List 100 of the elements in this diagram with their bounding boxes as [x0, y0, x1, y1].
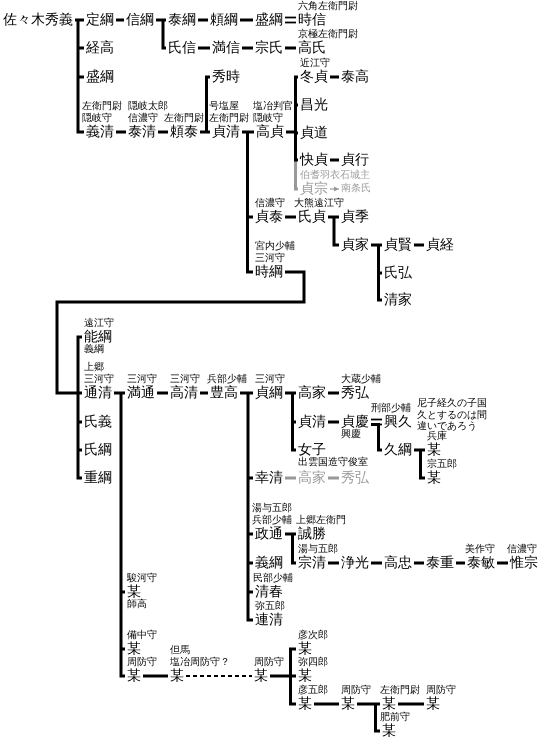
connector-line [116, 18, 124, 22]
title-note: 弥五郎 [255, 601, 285, 612]
title-note: 周防守 [426, 685, 456, 696]
person-name: 宗氏 [255, 40, 283, 56]
title-note: 師高 [127, 599, 147, 611]
title-note: 隠岐太郎 [128, 101, 168, 112]
person-name: 某 [298, 641, 312, 657]
person-name: 貞清 [212, 124, 240, 140]
title-note: 三河守 [170, 374, 200, 385]
person-name: 泰高 [341, 69, 369, 85]
person-name: 某 [298, 696, 312, 712]
connector-line [200, 392, 208, 394]
title-note: 上郷 [84, 362, 104, 374]
title-note: 備中守 [127, 630, 157, 641]
person-name: 氏貞 [298, 209, 326, 225]
title-note: 塩冶周防守？ [170, 657, 230, 668]
title-note: 上郷左衛門 [296, 515, 346, 526]
double-line [284, 16, 297, 24]
connector-line [116, 130, 126, 134]
person-name: 貞清 [298, 414, 326, 430]
title-note: 左衛門尉 [164, 113, 204, 124]
connector-line [56, 270, 306, 394]
connector-line [76, 392, 82, 394]
person-name: 定綱 [86, 12, 114, 28]
dashed-line [186, 675, 252, 677]
person-name: 高氏 [298, 40, 326, 56]
connector-line [157, 392, 168, 394]
person-name: 貞家 [341, 237, 369, 253]
person-name: 高貞 [256, 124, 284, 140]
person-name: 貞賢 [384, 237, 412, 253]
person-name: 清春 [255, 584, 283, 600]
connector-line [286, 130, 298, 162]
double-line [370, 418, 383, 426]
connector-line [143, 674, 168, 678]
person-name: 某 [427, 470, 441, 486]
connector-line [398, 702, 424, 706]
title-note: 弥四郎 [298, 657, 328, 668]
person-name: 幸清 [255, 470, 283, 486]
person-name: 政通 [255, 526, 283, 542]
arrow [330, 186, 339, 192]
connector-line [198, 18, 208, 22]
annotation-note: 尼子経久の子国久とするのは間違いであろう [417, 398, 488, 432]
person-name: 冬貞 [300, 69, 328, 85]
connector-line [414, 244, 424, 246]
connector-line [328, 562, 339, 564]
title-note: 宮内少輔 [255, 241, 295, 252]
connector-line [414, 562, 424, 564]
person-name: 某 [298, 668, 312, 684]
person-name: 快貞 [300, 152, 328, 168]
title-note: 民部少輔 [253, 573, 293, 584]
person-name: 泰綱 [168, 12, 196, 28]
title-note: 三河守 [255, 374, 285, 386]
connector-line [158, 130, 168, 134]
person-name: 氏義 [84, 414, 112, 430]
title-note: 左衛門尉 [209, 113, 249, 124]
person-name: 某 [341, 696, 355, 712]
person-name: 某 [382, 696, 396, 712]
person-name: 連清 [255, 612, 283, 628]
connector-line [414, 448, 425, 480]
person-name: 某 [127, 668, 141, 684]
title-note: 信濃守 [507, 544, 537, 555]
title-note: 肥前守 [380, 712, 410, 723]
person-name: 昌光 [300, 97, 328, 113]
person-name: 貞道 [300, 125, 328, 141]
person-name: 佐々木秀義 [3, 12, 73, 28]
connector-line [371, 423, 382, 452]
connector-line [285, 476, 296, 480]
title-note: 信濃守 [255, 198, 285, 210]
title-note: 出雲国造守俊室 [298, 457, 368, 469]
person-name: 通清 [84, 385, 112, 401]
person-name: 盛綱 [86, 69, 114, 85]
person-name: 時綱 [255, 264, 283, 280]
title-note: 湯与五郎 [298, 544, 338, 555]
title-note: 興慶 [341, 429, 361, 441]
person-name: 高清 [170, 385, 198, 401]
person-name: 泰敏 [467, 555, 495, 571]
title-note: 塩冶判官 [253, 101, 293, 112]
title-note: 左衛門尉 [380, 685, 420, 696]
person-name: 誠勝 [298, 526, 326, 542]
person-name: 某 [127, 641, 141, 657]
person-name: 高家 [298, 385, 326, 401]
title-note: 彦次郎 [298, 630, 328, 641]
person-name: 満通 [127, 385, 155, 401]
person-name: 能綱 [84, 329, 112, 345]
title-note: 周防守 [127, 657, 157, 668]
person-name: 重綱 [84, 470, 112, 486]
title-note: 但馬 [170, 645, 190, 657]
title-note: 周防守 [341, 685, 371, 696]
person-name: 豊高 [210, 385, 238, 401]
person-name: 興久 [384, 414, 412, 430]
person-name: 高忠 [384, 555, 412, 571]
person-name: 高家 [298, 470, 326, 486]
person-name: 女子 [298, 442, 326, 458]
connector-line [328, 216, 339, 246]
connector-line [330, 158, 339, 162]
connector-line [497, 562, 508, 564]
person-name: 経高 [86, 40, 114, 56]
title-note: 京極左衛門尉 [298, 29, 358, 40]
person-name: 貞綱 [255, 385, 283, 401]
connector-line [371, 562, 382, 564]
